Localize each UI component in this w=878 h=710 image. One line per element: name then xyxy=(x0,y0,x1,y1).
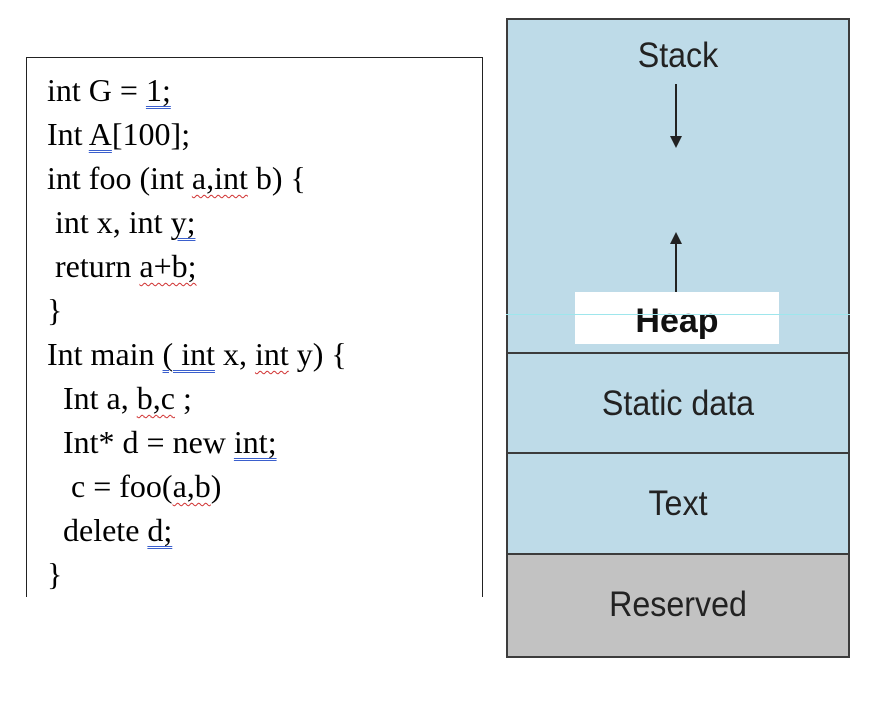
code-line: Int A[100]; xyxy=(47,112,190,156)
guide-line xyxy=(506,314,850,315)
code-token-spellcheck: a,int xyxy=(191,160,248,196)
code-token: ) xyxy=(210,468,222,504)
code-token: int foo (int xyxy=(47,160,192,196)
code-token: } xyxy=(47,292,63,328)
code-token-spellcheck: d; xyxy=(147,512,173,548)
code-token-spellcheck: A xyxy=(88,116,112,152)
code-token: return xyxy=(47,248,140,284)
code-token: Int xyxy=(47,116,89,152)
code-token-spellcheck: y; xyxy=(170,204,196,240)
code-line: return a+b; xyxy=(47,244,197,288)
code-token-spellcheck: int; xyxy=(233,424,277,460)
stack-heap-segment: Stack Heap xyxy=(506,18,850,354)
text-segment: Text xyxy=(506,452,850,555)
code-token-spellcheck: ( int xyxy=(162,336,215,372)
heap-label: Heap xyxy=(635,302,719,340)
stack-growth-arrow-icon xyxy=(670,84,682,148)
code-token: [100]; xyxy=(111,116,191,152)
code-token: y) { xyxy=(288,336,347,372)
code-line: } xyxy=(47,552,62,596)
code-line: c = foo(a,b) xyxy=(47,464,221,508)
code-token: Int a, xyxy=(47,380,137,416)
code-token: Int* d = new xyxy=(47,424,234,460)
code-line: Int main ( int x, int y) { xyxy=(47,332,347,376)
heap-box: Heap xyxy=(575,292,779,344)
code-token: } xyxy=(47,556,63,592)
code-token-spellcheck: int xyxy=(254,336,289,372)
code-token: c = foo( xyxy=(47,468,173,504)
code-line: } xyxy=(47,288,62,332)
code-token: int G = xyxy=(47,72,146,108)
code-token-spellcheck: a+b; xyxy=(139,248,197,284)
static-data-label: Static data xyxy=(601,384,755,423)
code-token-spellcheck: 1; xyxy=(145,72,171,108)
code-token-spellcheck: a,b xyxy=(172,468,211,504)
text-label: Text xyxy=(648,484,708,523)
static-data-segment: Static data xyxy=(506,352,850,454)
reserved-label: Reserved xyxy=(609,585,747,624)
code-line: int foo (int a,int b) { xyxy=(47,156,306,200)
code-token-spellcheck: b,c xyxy=(136,380,175,416)
stack-label: Stack xyxy=(637,36,719,75)
code-line: delete d; xyxy=(47,508,172,552)
code-token: Int main xyxy=(47,336,163,372)
code-line: Int a, b,c ; xyxy=(47,376,192,420)
heap-growth-arrow-icon xyxy=(670,232,682,296)
code-panel: int G = 1;Int A[100];int foo (int a,int … xyxy=(26,57,483,597)
reserved-segment: Reserved xyxy=(506,553,850,658)
memory-layout-diagram: Stack Heap Static data Text Reserved xyxy=(506,18,850,658)
code-token: ; xyxy=(174,380,192,416)
code-token: x, xyxy=(214,336,255,372)
code-line: int G = 1; xyxy=(47,68,171,112)
code-token: int x, int xyxy=(47,204,171,240)
code-line: Int* d = new int; xyxy=(47,420,277,464)
code-token: b) { xyxy=(247,160,306,196)
code-line: int x, int y; xyxy=(47,200,195,244)
code-token: delete xyxy=(47,512,148,548)
